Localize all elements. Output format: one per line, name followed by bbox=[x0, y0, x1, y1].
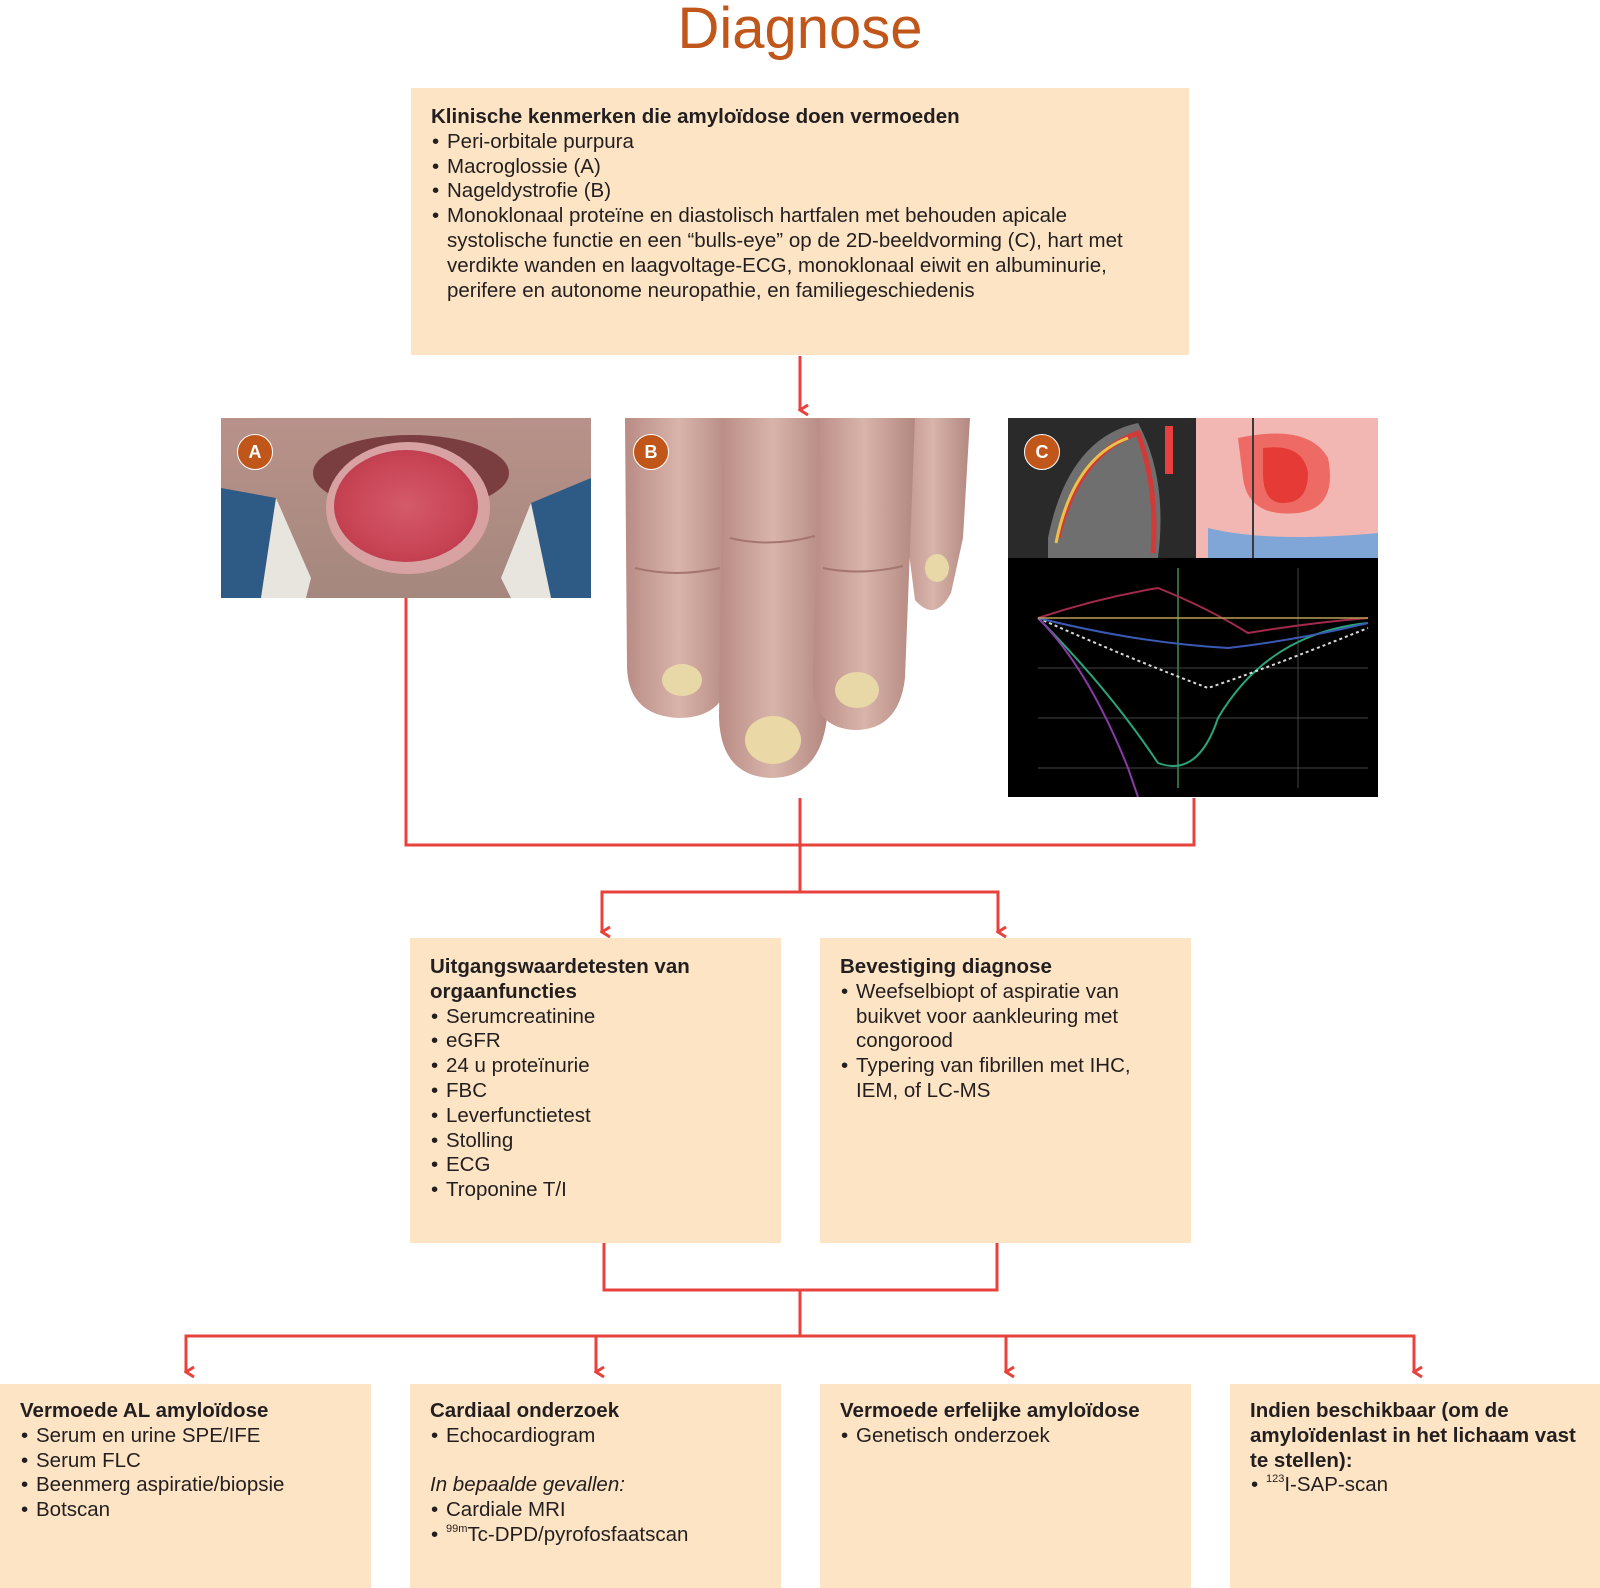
clinical-features-heading: Klinische kenmerken die amyloïdose doen … bbox=[431, 105, 960, 128]
cardiac-exam-box: Cardiaal onderzoek Echocardiogram In bep… bbox=[410, 1384, 781, 1588]
list-item: Genetisch onderzoek bbox=[840, 1424, 1171, 1449]
list-item: Typering van fibrillen met IHC, IEM, of … bbox=[840, 1054, 1171, 1104]
list-item: Cardiale MRI bbox=[430, 1498, 761, 1523]
baseline-tests-box: Uitgangswaardetesten van orgaanfuncties … bbox=[410, 938, 781, 1243]
cardiac-exam-heading: Cardiaal onderzoek bbox=[430, 1399, 620, 1422]
list-item: ECG bbox=[430, 1153, 761, 1178]
list-item: Botscan bbox=[20, 1498, 351, 1523]
baseline-tests-heading: Uitgangswaardetesten van orgaanfuncties bbox=[430, 955, 690, 1003]
tongue-image bbox=[221, 418, 591, 598]
photo-c-badge: C bbox=[1024, 434, 1060, 470]
list-item: Echocardiogram bbox=[430, 1424, 761, 1449]
nail-dystrophy-photo: B bbox=[615, 418, 979, 796]
list-item: Monoklonaal proteïne en diastolisch hart… bbox=[431, 204, 1169, 303]
sap-scan-box: Indien beschikbaar (om de amyloïdenlast … bbox=[1230, 1384, 1600, 1588]
list-item: eGFR bbox=[430, 1029, 761, 1054]
list-item: Serum en urine SPE/IFE bbox=[20, 1424, 351, 1449]
confirm-diagnosis-box: Bevestiging diagnose Weefselbiopt of asp… bbox=[820, 938, 1191, 1243]
list-item: Stolling bbox=[430, 1129, 761, 1154]
second-merge-line bbox=[602, 1243, 999, 1292]
sap-scan-list: 123I-SAP-scan bbox=[1250, 1473, 1580, 1498]
echo-strain-image bbox=[1008, 418, 1378, 797]
macroglossia-photo: A bbox=[221, 418, 591, 598]
strain-echo-photo: C bbox=[1008, 418, 1378, 797]
cardiac-exam-optional-list: Cardiale MRI 99mTc-DPD/pyrofosfaatscan bbox=[430, 1498, 761, 1548]
list-item: Peri-orbitale purpura bbox=[431, 130, 1169, 155]
photo-a-badge: A bbox=[237, 434, 273, 470]
list-item: 99mTc-DPD/pyrofosfaatscan bbox=[430, 1523, 761, 1548]
scan-label: I-SAP-scan bbox=[1284, 1473, 1389, 1497]
list-item: Beenmerg aspiratie/biopsie bbox=[20, 1473, 351, 1498]
page-title: Diagnose bbox=[677, 0, 923, 61]
list-item: Serum FLC bbox=[20, 1449, 351, 1474]
list-item: 24 u proteïnurie bbox=[430, 1054, 761, 1079]
al-amyloidosis-list: Serum en urine SPE/IFE Serum FLC Beenmer… bbox=[20, 1424, 351, 1523]
cardiac-exam-list: Echocardiogram bbox=[430, 1424, 761, 1449]
confirm-diagnosis-list: Weefselbiopt of aspiratie van buikvet vo… bbox=[840, 980, 1171, 1104]
list-item: Nageldystrofie (B) bbox=[431, 179, 1169, 204]
clinical-features-box: Klinische kenmerken die amyloïdose doen … bbox=[411, 88, 1189, 355]
list-item: Serumcreatinine bbox=[430, 1005, 761, 1030]
sap-scan-heading: Indien beschikbaar (om de amyloïdenlast … bbox=[1250, 1399, 1576, 1472]
isotope-superscript: 99m bbox=[446, 1522, 468, 1535]
hereditary-amyloidosis-list: Genetisch onderzoek bbox=[840, 1424, 1171, 1449]
list-item: FBC bbox=[430, 1079, 761, 1104]
list-item: Troponine T/I bbox=[430, 1178, 761, 1203]
hereditary-amyloidosis-box: Vermoede erfelijke amyloïdose Genetisch … bbox=[820, 1384, 1191, 1588]
hereditary-amyloidosis-heading: Vermoede erfelijke amyloïdose bbox=[840, 1399, 1140, 1422]
clinical-features-list: Peri-orbitale purpura Macroglossie (A) N… bbox=[431, 130, 1169, 304]
confirm-diagnosis-heading: Bevestiging diagnose bbox=[840, 955, 1052, 978]
list-item: Weefselbiopt of aspiratie van buikvet vo… bbox=[840, 980, 1171, 1054]
al-amyloidosis-heading: Vermoede AL amyloïdose bbox=[20, 1399, 269, 1422]
list-item: 123I-SAP-scan bbox=[1250, 1473, 1580, 1498]
scan-label: Tc-DPD/pyrofosfaatscan bbox=[467, 1522, 689, 1546]
isotope-superscript: 123 bbox=[1266, 1473, 1285, 1486]
list-item: Leverfunctietest bbox=[430, 1104, 761, 1129]
baseline-tests-list: Serumcreatinine eGFR 24 u proteïnurie FB… bbox=[430, 1005, 761, 1203]
fingers-image bbox=[615, 418, 979, 796]
photo-b-badge: B bbox=[633, 434, 669, 470]
list-item: Macroglossie (A) bbox=[431, 155, 1169, 180]
al-amyloidosis-box: Vermoede AL amyloïdose Serum en urine SP… bbox=[0, 1384, 371, 1588]
cardiac-exam-note: In bepaalde gevallen: bbox=[430, 1473, 625, 1497]
